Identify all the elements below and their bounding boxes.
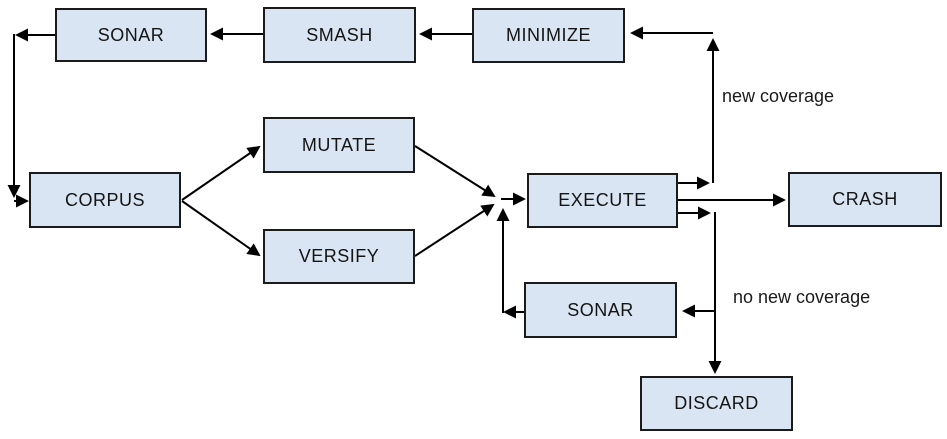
node-smash: SMASH — [263, 7, 416, 63]
edge-label-new-coverage: new coverage — [722, 86, 835, 106]
node-versify: VERSIFY — [263, 229, 415, 284]
node-corpus: CORPUS — [29, 172, 181, 228]
edge-mutate-to-junction — [414, 145, 496, 198]
node-discard: DISCARD — [640, 376, 793, 431]
node-execute: EXECUTE — [527, 173, 678, 228]
node-sonar-bottom: SONAR — [524, 282, 677, 338]
edge-versify-to-junction — [414, 203, 495, 257]
node-crash: CRASH — [788, 172, 942, 227]
edge-corpus-to-versify — [181, 200, 261, 257]
edges-group — [7, 26, 786, 374]
edge-label-no-new-coverage: no new coverage — [733, 287, 871, 307]
edge-corpus-to-mutate — [181, 145, 261, 201]
node-mutate: MUTATE — [263, 117, 415, 173]
node-minimize: MINIMIZE — [472, 8, 625, 63]
node-sonar-top: SONAR — [55, 8, 207, 62]
